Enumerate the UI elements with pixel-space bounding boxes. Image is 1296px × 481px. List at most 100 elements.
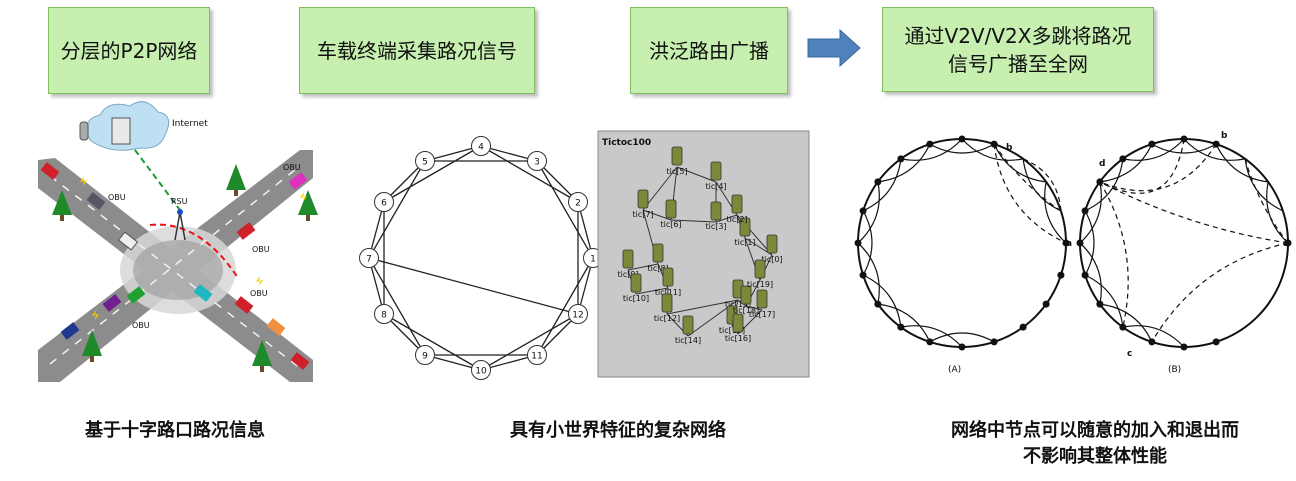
circle-b-caption: (B) — [1168, 365, 1181, 375]
tictoc-node-label: tic[19] — [747, 280, 773, 289]
arc-edge — [877, 303, 931, 343]
arc-edge — [857, 242, 880, 305]
ring-node — [527, 344, 547, 365]
arc-edge — [961, 138, 1024, 161]
phone-icon — [710, 201, 722, 221]
tictoc-edge — [670, 219, 717, 223]
circle-node — [1062, 239, 1070, 247]
tictoc-node-label: tic[18] — [733, 306, 759, 315]
circle-node — [1042, 300, 1050, 308]
obu-label: OBU — [252, 245, 270, 254]
step-box-flood: 洪泛路由广播 — [630, 7, 788, 94]
dashed-edge — [1099, 181, 1289, 244]
ring-node — [415, 151, 435, 172]
ring-edge — [480, 145, 579, 203]
phone-icon — [671, 146, 683, 166]
phone-icon — [662, 267, 674, 287]
tictoc-node-label: tic[3] — [705, 222, 726, 231]
tictoc-edge — [715, 214, 738, 223]
node-label-b: b — [1006, 143, 1013, 153]
ring-node-label: 10 — [475, 367, 487, 377]
tictoc-node-label: tic[13] — [725, 300, 751, 309]
ring-node — [374, 192, 395, 212]
arc-edge — [1244, 158, 1284, 212]
arc-edge — [900, 138, 963, 161]
tictoc-node-label: tic[2] — [726, 215, 747, 224]
tictoc-title: Tictoc100 — [602, 138, 651, 148]
ring-edge — [368, 257, 579, 315]
circle-node — [1212, 140, 1220, 148]
tictoc-edge — [642, 209, 672, 221]
dashed-edge — [1151, 242, 1289, 343]
obu-label: OBU — [108, 193, 126, 202]
circle-node — [990, 140, 998, 148]
ring-node-label: 4 — [478, 143, 484, 153]
phone-icon — [754, 259, 766, 279]
circle-node — [1096, 300, 1104, 308]
circle-node — [926, 338, 934, 346]
circle-node — [897, 155, 905, 163]
step-label: 分层的P2P网络 — [60, 38, 198, 63]
circle-node — [1081, 207, 1089, 215]
tictoc-node-label: tic[7] — [632, 210, 653, 219]
arc-edge — [1084, 158, 1124, 212]
tictoc-node-label: tic[15] — [719, 326, 745, 335]
circle-node — [1148, 338, 1156, 346]
ring-node — [359, 248, 379, 268]
dashed-edge — [1099, 181, 1129, 328]
arc-edge — [1079, 242, 1102, 305]
crossroad-illustration: Internet RSU OBU OBU OBU OBU OBU — [38, 101, 318, 382]
arc-edge — [929, 143, 995, 154]
ring-node — [471, 360, 491, 380]
tictoc-node-label: tic[11] — [655, 288, 681, 297]
ring-node — [567, 192, 588, 212]
dashed-edge — [993, 144, 1067, 244]
circle-node — [958, 343, 966, 351]
tictoc-edge — [635, 287, 669, 295]
arc-edge — [862, 158, 902, 212]
arc-edge — [1183, 138, 1246, 161]
obu-label: OBU — [283, 163, 301, 172]
ring-edge — [536, 160, 594, 259]
phone-icon — [766, 234, 778, 254]
dashed-edge — [993, 143, 1062, 212]
circle-node — [926, 140, 934, 148]
ring-node-label: 7 — [366, 255, 372, 265]
circle-node — [1081, 271, 1089, 279]
caption-left: 基于十字路口路况信息 — [85, 420, 265, 441]
phone-icon — [710, 161, 722, 181]
tictoc-node-label: tic[9] — [617, 270, 638, 279]
ring-node — [415, 344, 435, 365]
circle-outline — [1079, 138, 1289, 348]
circle-node — [1119, 155, 1127, 163]
ring-node-label: 12 — [572, 311, 583, 321]
ring-node — [471, 136, 491, 156]
ring-node — [567, 304, 588, 324]
arc-edge — [1151, 143, 1217, 154]
tictoc-node-label: tic[8] — [647, 264, 668, 273]
dashed-edge — [1099, 138, 1185, 194]
step-label: 通过V2V/V2X多跳将路况信号广播至全网 — [904, 23, 1132, 76]
ring-node-label: 3 — [534, 158, 540, 168]
circle-node — [1180, 343, 1188, 351]
dashed-edge — [1244, 158, 1289, 244]
step-box-broadcast: 通过V2V/V2X多跳将路况信号广播至全网 — [882, 7, 1154, 92]
step-box-collect: 车载终端采集路况信号 — [299, 7, 535, 94]
circle-node — [874, 300, 882, 308]
circle-b-diagram — [1076, 135, 1292, 351]
ring-node — [374, 304, 395, 324]
phone-icon — [756, 289, 768, 309]
tictoc-edge — [745, 305, 763, 311]
circle-node — [1180, 135, 1188, 143]
arc-edge — [862, 210, 873, 276]
phone-icon — [732, 313, 744, 333]
circle-node — [854, 239, 862, 247]
arc-edge — [1079, 181, 1102, 244]
circle-node — [1076, 239, 1084, 247]
dashed-edge — [1022, 158, 1062, 211]
tictoc-node-label: tic[17] — [749, 310, 775, 319]
flow-arrow — [807, 28, 861, 68]
circle-node — [990, 338, 998, 346]
